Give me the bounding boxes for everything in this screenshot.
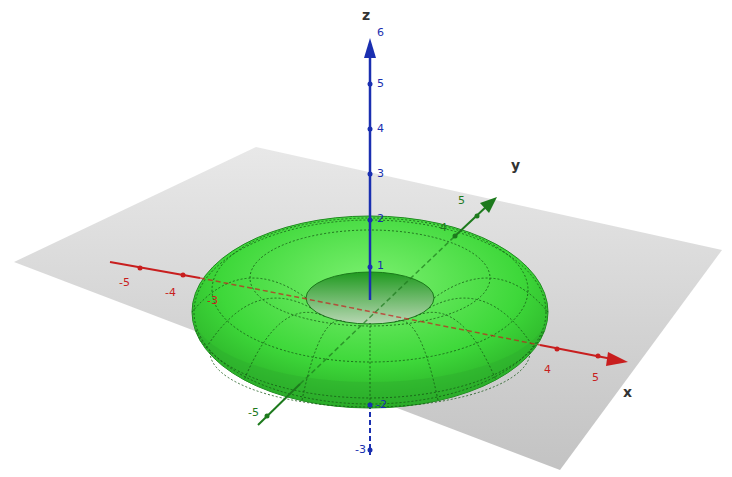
tick-label: 6 — [377, 27, 384, 38]
tick-label: -5 — [119, 277, 130, 288]
tick-label: 1 — [377, 260, 384, 271]
tick-label: 5 — [377, 78, 384, 89]
tick-label: -3 — [355, 444, 366, 455]
tick-label: -3 — [207, 295, 218, 306]
tick-label: 4 — [377, 123, 384, 134]
tick-label: 5 — [458, 195, 465, 206]
axis-name: y — [511, 158, 520, 172]
tick-label: 2 — [377, 213, 384, 224]
xy-plane — [14, 147, 722, 470]
tick-label: -5 — [248, 407, 259, 418]
tick-label: 5 — [592, 372, 599, 383]
tick-label: -2 — [376, 399, 387, 410]
tick-label: -4 — [165, 287, 176, 298]
tick-label: 4 — [544, 364, 551, 375]
axis-name: z — [362, 8, 370, 22]
tick-label: 4 — [440, 222, 447, 233]
tick-label: 3 — [377, 168, 384, 179]
axis-name: x — [623, 385, 632, 399]
